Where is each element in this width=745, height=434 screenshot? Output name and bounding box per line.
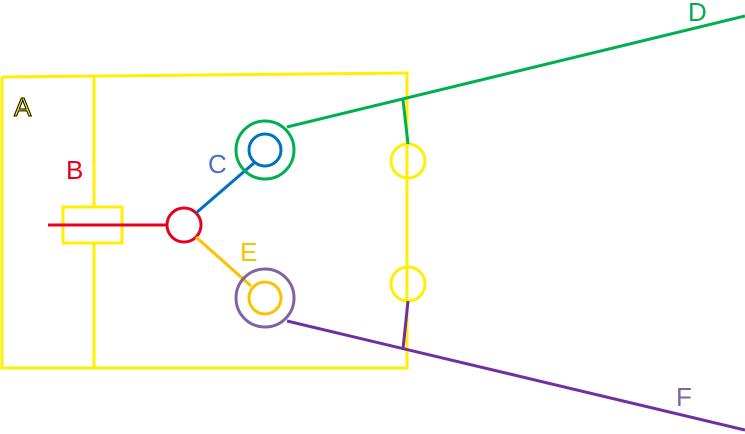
link-d-rod <box>286 14 745 129</box>
label-f: F <box>676 382 692 412</box>
joint-c <box>247 132 283 168</box>
link-d-connector <box>401 99 410 145</box>
link-f <box>234 267 745 432</box>
frame-a <box>0 71 427 370</box>
joint-f-outer <box>234 267 296 329</box>
link-f-connector <box>401 300 410 350</box>
label-e: E <box>240 237 257 267</box>
label-d: D <box>688 0 707 27</box>
link-e <box>195 235 283 316</box>
link-e-rod <box>195 235 252 288</box>
joint-d-outer <box>234 119 296 181</box>
label-b: B <box>66 155 83 185</box>
link-d <box>234 14 745 181</box>
link-f-rod <box>286 319 745 432</box>
joint-e <box>247 280 283 316</box>
label-c: C <box>208 149 227 179</box>
joint-b <box>165 206 203 244</box>
frame-outline <box>0 71 409 370</box>
link-b <box>48 206 203 244</box>
label-a: A <box>14 92 32 122</box>
